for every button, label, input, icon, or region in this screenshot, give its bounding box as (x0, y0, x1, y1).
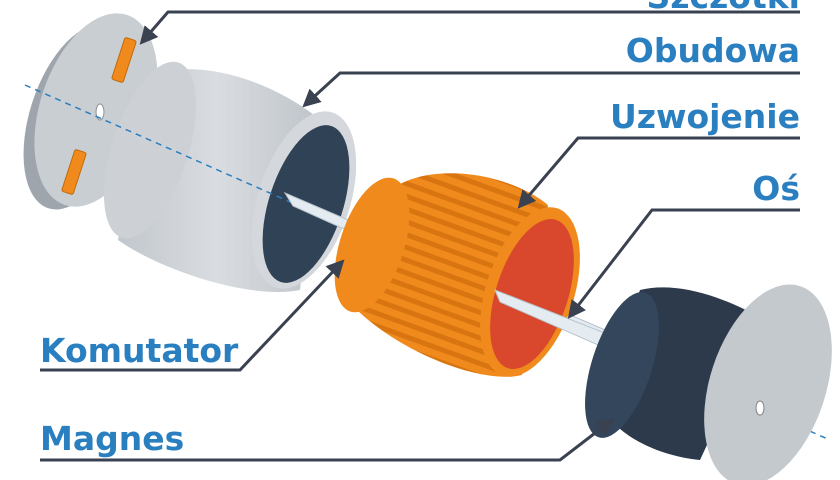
leader-housing (302, 71, 800, 108)
brush-top (111, 37, 137, 83)
label-housing: Obudowa (626, 31, 800, 70)
label-magnet: Magnes (40, 419, 184, 458)
magnet (585, 284, 832, 480)
leader-shaft (567, 208, 800, 319)
label-winding: Uzwojenie (610, 97, 800, 136)
label-brushes: Szczotki (647, 0, 800, 16)
leader-winding (517, 136, 800, 209)
winding (334, 173, 580, 377)
leader-lines (40, 10, 800, 462)
leader-brushes (139, 10, 800, 45)
label-shaft: Oś (752, 169, 800, 208)
motor-axis (24, 84, 831, 441)
label-commutator: Komutator (40, 331, 239, 370)
brush-bottom (61, 149, 87, 195)
housing (104, 61, 357, 292)
leader-magnet (40, 417, 615, 462)
leader-commutator (40, 259, 345, 372)
